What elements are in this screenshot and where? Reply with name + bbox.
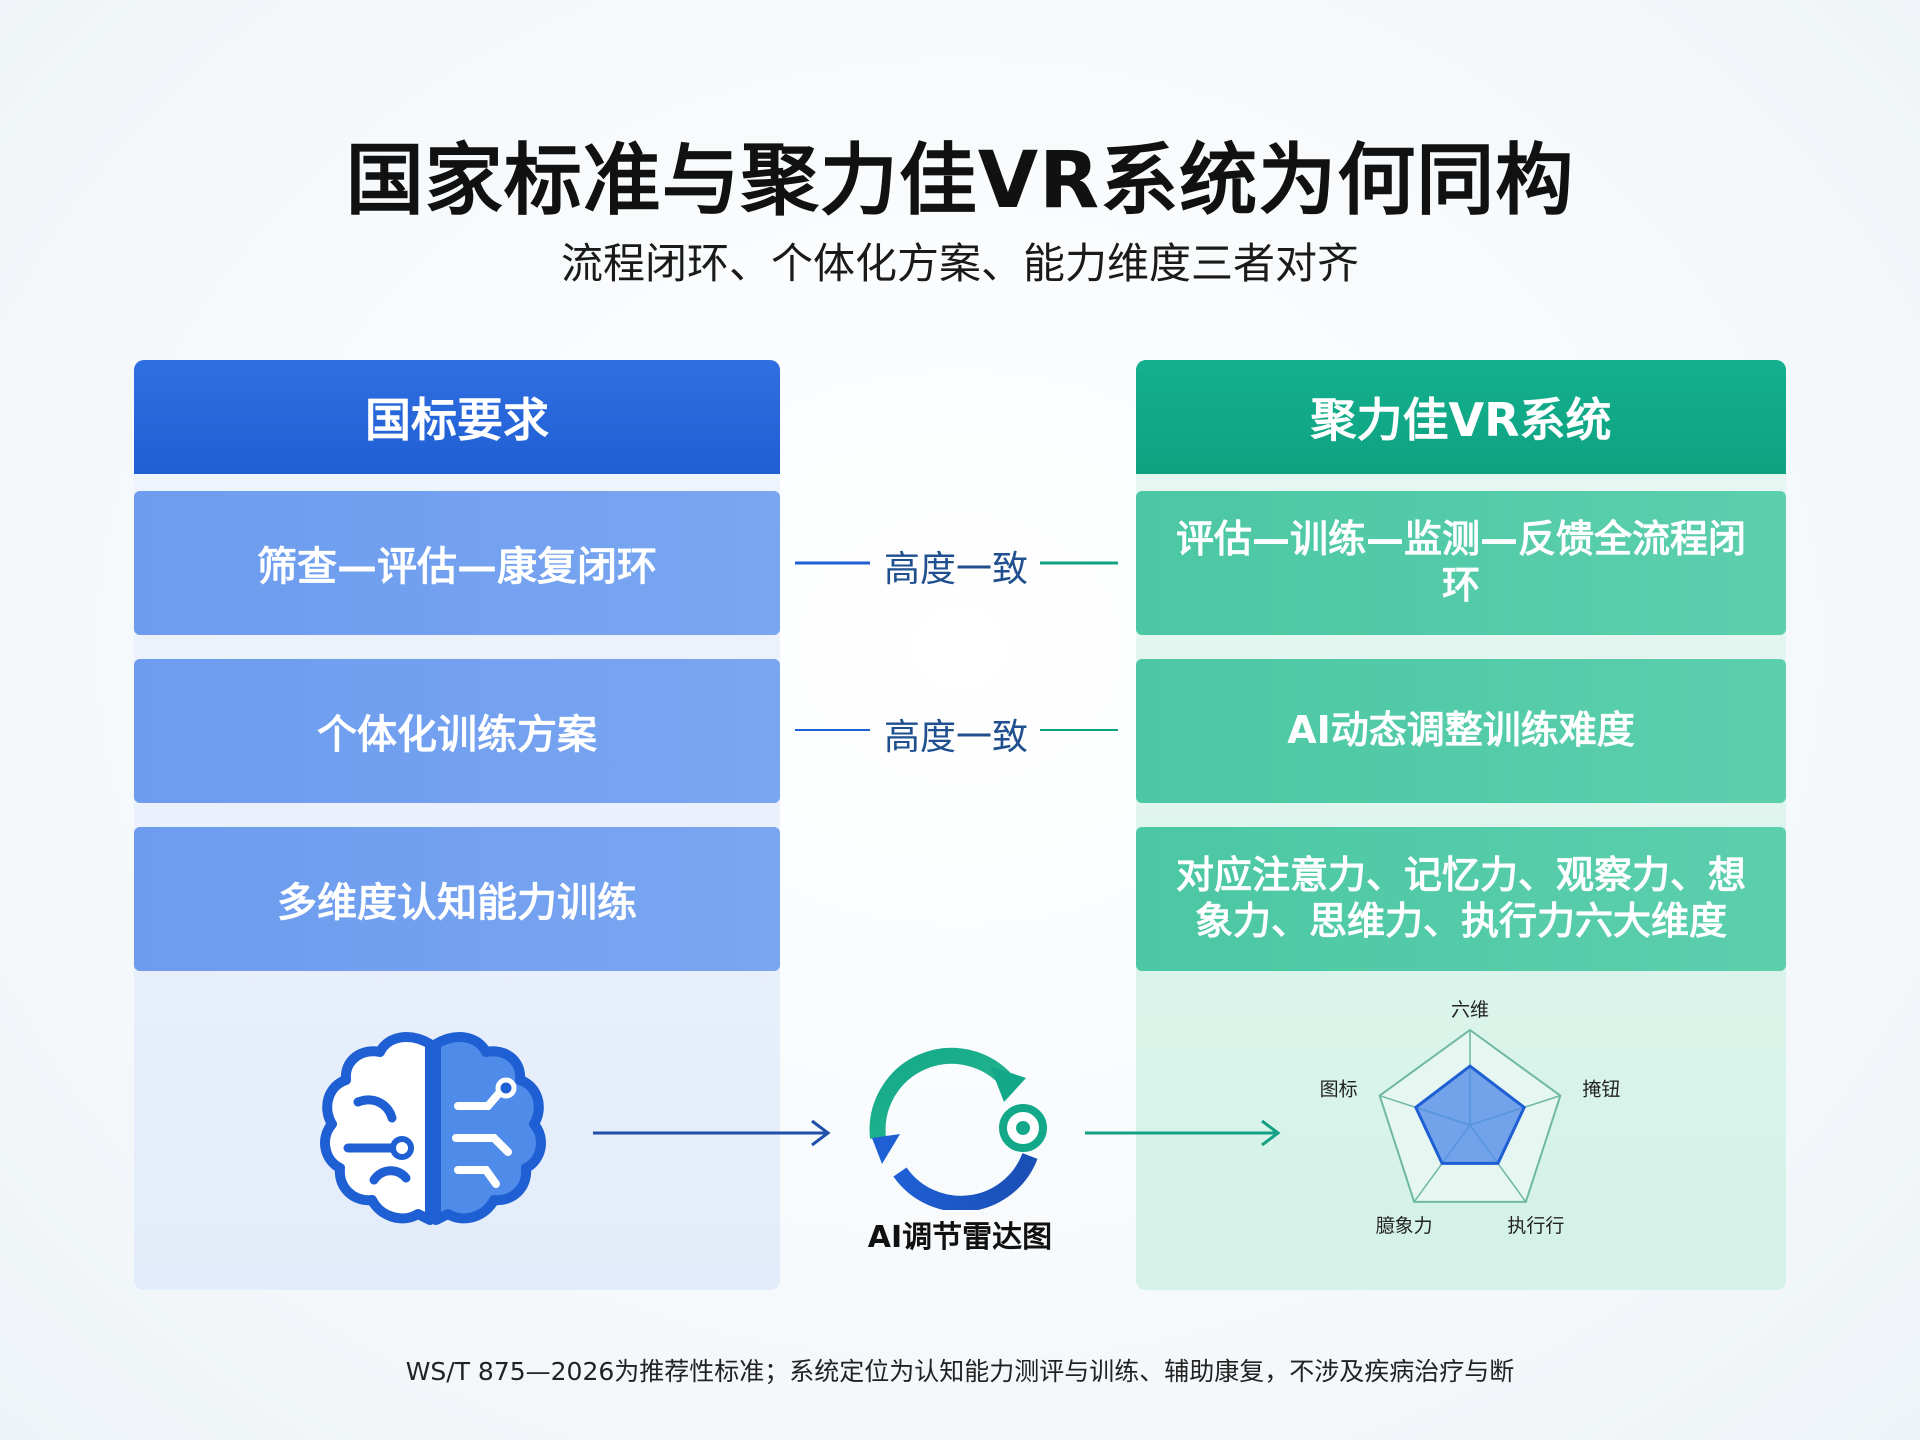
radar-data-area — [1413, 1064, 1527, 1165]
connector-2-label: 高度一致 — [883, 717, 1028, 758]
standard-item-closed-loop: 筛查—评估—康复闭环 — [134, 491, 780, 635]
system-item-full-loop: 评估—训练—监测—反馈全流程闭环 — [1136, 491, 1786, 635]
connector-1-label: 高度一致 — [883, 549, 1028, 590]
cycle-label: AI调节雷达图 — [867, 1220, 1053, 1255]
footnote: WS/T 875—2026为推荐性标准；系统定位为认知能力测评与训练、辅助康复，… — [405, 1357, 1515, 1386]
right-column-header: 聚力佳VR系统 — [1136, 360, 1786, 474]
radar-axis-label: 掩钮 — [1582, 1079, 1620, 1101]
page-title: 国家标准与聚力佳VR系统为何同构 — [345, 136, 1575, 226]
radar-axis-label: 图标 — [1320, 1079, 1358, 1101]
standard-item-multi-dimension: 多维度认知能力训练 — [134, 827, 780, 971]
page-subtitle: 流程闭环、个体化方案、能力维度三者对齐 — [560, 239, 1359, 288]
radar-axis-label: 六维 — [1451, 1000, 1489, 1021]
refresh-cycle-icon — [869, 1047, 1047, 1210]
standard-item-individual-plan: 个体化训练方案 — [134, 659, 780, 803]
system-item-ai-difficulty: AI动态调整训练难度 — [1136, 659, 1786, 803]
left-column-header: 国标要求 — [134, 360, 780, 474]
system-item-six-dimensions: 对应注意力、记忆力、观察力、想象力、思维力、执行力六大维度 — [1136, 827, 1786, 971]
radar-axis-label: 臆象力 — [1376, 1215, 1433, 1237]
brain-icon — [320, 1032, 546, 1225]
radar-axis-label: 执行行 — [1507, 1215, 1564, 1237]
